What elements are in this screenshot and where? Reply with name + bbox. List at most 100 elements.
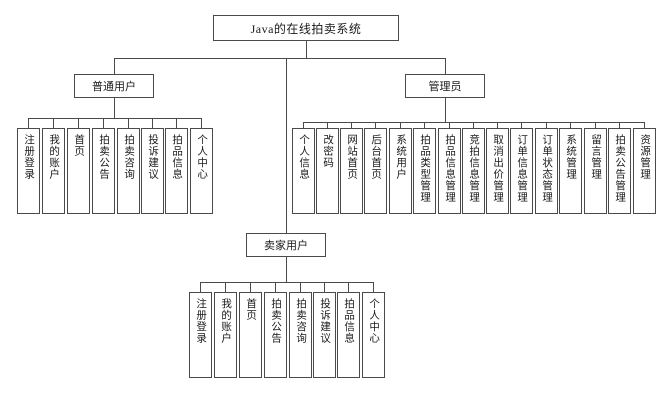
connector-admin-leaf-stub bbox=[351, 122, 352, 128]
connector-regular-user-bus bbox=[28, 118, 201, 119]
node-label: 订单信息管理 bbox=[516, 134, 528, 203]
node-label: 注册登录 bbox=[195, 298, 207, 344]
node-administrator-child: 留言管理 bbox=[584, 128, 607, 214]
connector-admin-leaf-stub bbox=[644, 122, 645, 128]
node-label: 拍卖公告 bbox=[270, 298, 282, 344]
node-label: 拍品信息 bbox=[343, 298, 355, 344]
node-label: 个人中心 bbox=[368, 298, 380, 344]
node-label: 我的账户 bbox=[48, 134, 60, 180]
node-administrator-child: 网站首页 bbox=[340, 128, 363, 214]
connector-regular-user-stem bbox=[114, 98, 115, 118]
node-label: 订单状态管理 bbox=[541, 134, 553, 203]
node-seller-user-child: 我的账户 bbox=[214, 292, 237, 378]
node-label: 投诉建议 bbox=[147, 134, 159, 180]
node-label: 留言管理 bbox=[590, 134, 602, 180]
node-label: 资源管理 bbox=[639, 134, 651, 180]
node-administrator-label: 管理员 bbox=[428, 81, 462, 93]
connector-seller-user-stem bbox=[286, 257, 287, 282]
node-label: 拍卖公告 bbox=[98, 134, 110, 180]
connector-bus-to-administrator bbox=[445, 58, 446, 74]
node-seller-user-label: 卖家用户 bbox=[264, 240, 308, 252]
node-label: 注册登录 bbox=[23, 134, 35, 180]
node-administrator-child: 后台首页 bbox=[364, 128, 387, 214]
connector-seller-leaf-stub bbox=[225, 282, 226, 292]
node-administrator-child: 拍品类型管理 bbox=[413, 128, 436, 214]
node-administrator-child: 竞拍信息管理 bbox=[462, 128, 485, 214]
node-regular-user-child: 拍卖咨询 bbox=[117, 128, 140, 214]
connector-regular-leaf-stub bbox=[28, 118, 29, 128]
connector-admin-leaf-stub bbox=[327, 122, 328, 128]
node-label: 拍品信息 bbox=[171, 134, 183, 180]
node-label: 个人信息 bbox=[298, 134, 310, 180]
node-label: 个人中心 bbox=[196, 134, 208, 180]
connector-administrator-stem bbox=[445, 98, 446, 122]
node-label: 后台首页 bbox=[370, 134, 382, 180]
node-regular-user-label: 普通用户 bbox=[92, 81, 136, 93]
node-label: 系统管理 bbox=[565, 134, 577, 180]
connector-seller-leaf-stub bbox=[200, 282, 201, 292]
connector-regular-leaf-stub bbox=[78, 118, 79, 128]
connector-admin-leaf-stub bbox=[375, 122, 376, 128]
node-seller-user-child: 投诉建议 bbox=[313, 292, 336, 378]
node-label: 竞拍信息管理 bbox=[468, 134, 480, 203]
node-administrator-child: 系统管理 bbox=[559, 128, 582, 214]
node-seller-user-child: 注册登录 bbox=[189, 292, 212, 378]
node-label: 拍品信息管理 bbox=[444, 134, 456, 203]
node-administrator-child: 改密码 bbox=[316, 128, 339, 214]
node-seller-user: 卖家用户 bbox=[246, 233, 326, 257]
connector-root-stem bbox=[306, 41, 307, 58]
connector-regular-leaf-stub bbox=[103, 118, 104, 128]
node-administrator-child: 资源管理 bbox=[633, 128, 656, 214]
node-label: 取消出价管理 bbox=[492, 134, 504, 203]
connector-regular-leaf-stub bbox=[176, 118, 177, 128]
connector-admin-leaf-stub bbox=[424, 122, 425, 128]
node-regular-user-child: 首页 bbox=[67, 128, 90, 214]
node-label: 网站首页 bbox=[346, 134, 358, 180]
connector-regular-leaf-stub bbox=[128, 118, 129, 128]
node-label: 系统用户 bbox=[395, 134, 407, 180]
node-administrator-child: 订单信息管理 bbox=[510, 128, 533, 214]
connector-regular-leaf-stub bbox=[152, 118, 153, 128]
node-administrator-child: 拍品信息管理 bbox=[438, 128, 461, 214]
node-administrator-child: 取消出价管理 bbox=[486, 128, 509, 214]
node-administrator-child: 拍卖公告管理 bbox=[608, 128, 631, 214]
node-label: 首页 bbox=[73, 134, 85, 157]
connector-bus-to-seller-user bbox=[286, 58, 287, 233]
node-root: Java的在线拍卖系统 bbox=[213, 15, 399, 41]
node-administrator-child: 系统用户 bbox=[389, 128, 412, 214]
node-label: 投诉建议 bbox=[319, 298, 331, 344]
connector-bus-to-regular-user bbox=[114, 58, 115, 74]
connector-admin-leaf-stub bbox=[473, 122, 474, 128]
connector-admin-leaf-stub bbox=[570, 122, 571, 128]
connector-level1-bus bbox=[114, 58, 445, 59]
connector-regular-leaf-stub bbox=[201, 118, 202, 128]
connector-seller-leaf-stub bbox=[348, 282, 349, 292]
node-label: 拍卖咨询 bbox=[123, 134, 135, 180]
node-regular-user-child: 注册登录 bbox=[17, 128, 40, 214]
connector-admin-leaf-stub bbox=[449, 122, 450, 128]
connector-admin-leaf-stub bbox=[595, 122, 596, 128]
node-seller-user-child: 首页 bbox=[239, 292, 262, 378]
node-seller-user-child: 拍品信息 bbox=[337, 292, 360, 378]
node-label: 拍品类型管理 bbox=[419, 134, 431, 203]
connector-seller-leaf-stub bbox=[300, 282, 301, 292]
node-regular-user-child: 投诉建议 bbox=[141, 128, 164, 214]
connector-seller-leaf-stub bbox=[275, 282, 276, 292]
node-seller-user-child: 拍卖咨询 bbox=[289, 292, 312, 378]
node-label: 首页 bbox=[245, 298, 257, 321]
node-label: 拍卖咨询 bbox=[295, 298, 307, 344]
connector-admin-leaf-stub bbox=[497, 122, 498, 128]
connector-seller-user-bus bbox=[200, 282, 373, 283]
connector-admin-leaf-stub bbox=[619, 122, 620, 128]
connector-admin-leaf-stub bbox=[521, 122, 522, 128]
node-seller-user-child: 个人中心 bbox=[362, 292, 385, 378]
connector-seller-leaf-stub bbox=[250, 282, 251, 292]
node-regular-user: 普通用户 bbox=[74, 74, 154, 98]
node-regular-user-child: 拍品信息 bbox=[165, 128, 188, 214]
node-regular-user-child: 拍卖公告 bbox=[92, 128, 115, 214]
node-regular-user-child: 我的账户 bbox=[42, 128, 65, 214]
connector-admin-leaf-stub bbox=[303, 122, 304, 128]
node-administrator-child: 个人信息 bbox=[292, 128, 315, 214]
node-root-label: Java的在线拍卖系统 bbox=[250, 21, 362, 36]
